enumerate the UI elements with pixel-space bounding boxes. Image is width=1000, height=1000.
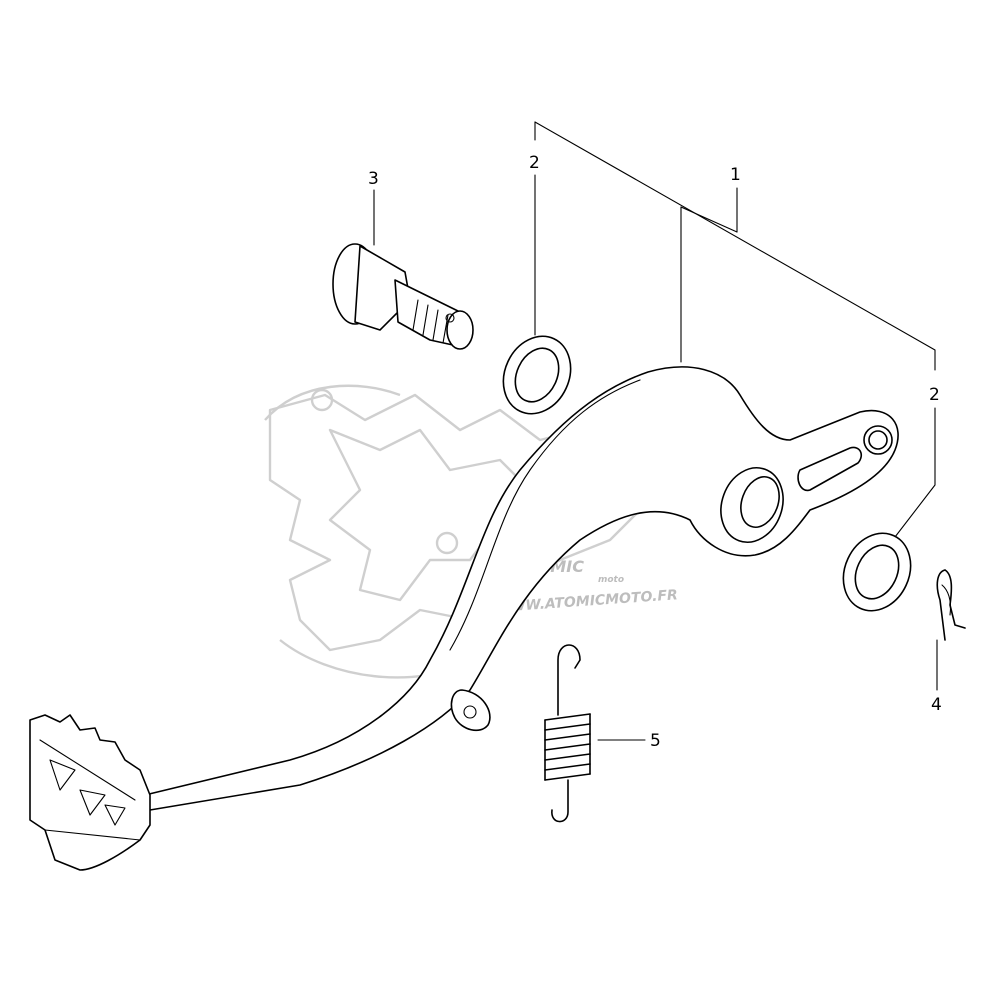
callout-2-right: 2 [929,385,940,405]
cotter-clip [936,569,966,641]
callout-5: 5 [650,731,661,751]
leader-lines [373,121,938,741]
pivot-bolt [332,243,474,350]
washer-right [842,532,912,612]
return-spring [544,644,591,823]
callout-3: 3 [368,169,379,189]
callout-2-left: 2 [529,153,540,173]
callout-1: 1 [730,165,741,185]
callout-labels: 1 2 2 3 4 5 [368,153,942,751]
brake-pedal [29,366,899,871]
washer-left [502,335,572,415]
callout-4: 4 [931,695,942,715]
watermark-brand-sub: moto [598,575,624,585]
